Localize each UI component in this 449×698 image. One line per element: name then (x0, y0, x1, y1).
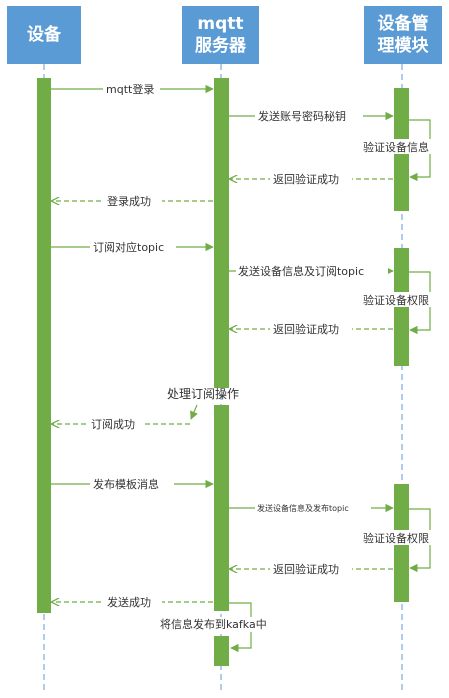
label-verify-permission-2: 验证设备权限 (363, 531, 429, 545)
arrow-process-subscribe (190, 404, 198, 420)
activation-server-3 (214, 636, 229, 666)
participant-mqtt-server: mqtt 服务器 (182, 6, 259, 64)
participant-device-label: 设备 (27, 25, 61, 45)
label-process-subscribe: 处理订阅操作 (167, 386, 239, 401)
label-login-success: 登录成功 (107, 194, 151, 208)
label-return-success-2: 返回验证成功 (273, 322, 339, 336)
activation-server-2 (214, 405, 229, 611)
label-publish-kafka: 将信息发布到kafka中 (160, 617, 267, 631)
participant-manager-label: 设备管 理模块 (377, 14, 429, 56)
label-send-credentials: 发送账号密码秘钥 (258, 109, 346, 123)
label-return-success-3: 返回验证成功 (273, 562, 339, 576)
participant-server-label: mqtt 服务器 (195, 14, 246, 56)
label-send-info-publish: 发送设备信息及发布topic (257, 503, 349, 513)
label-verify-permission-1: 验证设备权限 (363, 293, 429, 307)
label-publish-message: 发布模板消息 (93, 477, 159, 491)
label-mqtt-login: mqtt登录 (106, 82, 154, 96)
participant-device: 设备 (7, 6, 81, 64)
label-verify-device-info: 验证设备信息 (363, 140, 429, 154)
label-subscribe-topic: 订阅对应topic (93, 240, 164, 254)
activation-server-1 (214, 78, 229, 388)
label-subscribe-success: 订阅成功 (91, 418, 135, 431)
label-send-info-subscribe: 发送设备信息及订阅topic (238, 264, 364, 278)
label-send-success: 发送成功 (107, 595, 151, 609)
activation-device (37, 78, 51, 613)
label-return-success-1: 返回验证成功 (273, 172, 339, 186)
participant-device-manager: 设备管 理模块 (364, 6, 442, 64)
